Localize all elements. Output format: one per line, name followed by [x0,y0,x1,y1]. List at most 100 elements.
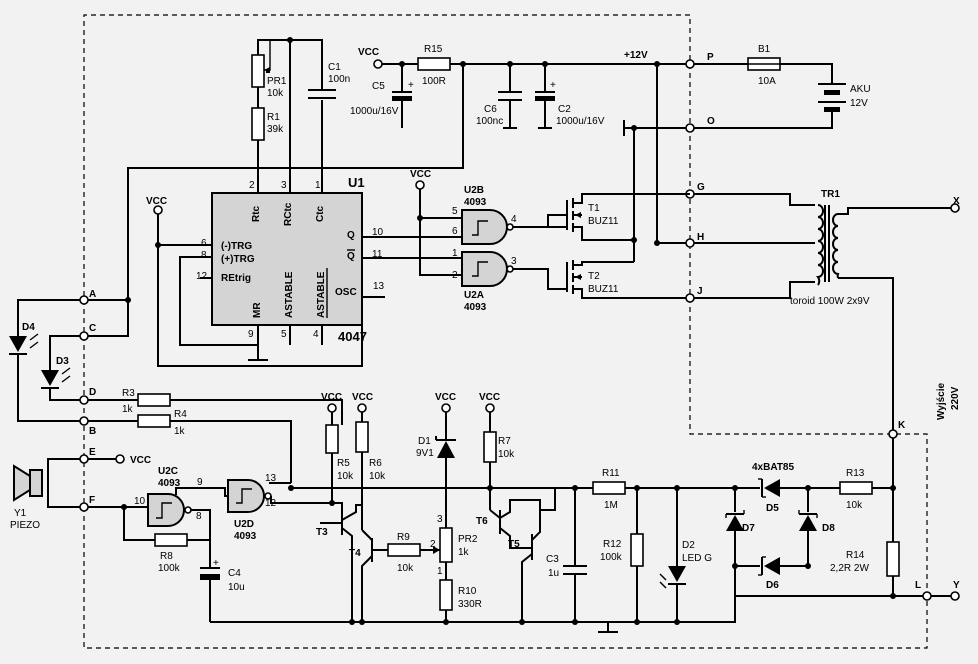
r14-value: 2,2R 2W [830,563,869,574]
pr1-resistor [251,54,265,88]
d5-ref: D5 [766,503,779,514]
u2c-pin8: 8 [196,511,202,522]
r15-ref: R15 [424,44,443,55]
pin-num-2: 2 [249,180,255,191]
r14-resistor [886,541,900,577]
indicator-section: C3 1u R11 1M R12 100k D2 LED G [546,468,735,622]
r8-ref: R8 [160,551,173,562]
t3-ref: T3 [316,527,328,538]
vcc-label-d1: VCC [435,392,456,403]
pin-name-rtc: Rtc [251,205,262,222]
r1-ref: R1 [267,112,280,123]
r3-resistor [137,393,171,407]
pin-num-8: 8 [201,250,207,261]
u2c-pin10: 10 [134,496,146,507]
c6-ref: C6 [484,104,497,115]
pin-num-11: 11 [372,249,383,260]
conn-g: G [697,182,705,193]
pin-num-3: 3 [281,180,287,191]
conn-o: O [707,116,715,127]
pr2-pin2: 2 [430,539,436,550]
pr2-pin1: 1 [437,566,443,577]
output-label-1: Wyjście [936,383,947,420]
t6-ref: T6 [476,516,488,527]
pin-num-12: 12 [196,271,208,282]
pin-num-10: 10 [372,227,384,238]
u1-part: 4047 [338,329,367,344]
r10-ref: R10 [458,586,477,597]
u2d-pin13: 13 [265,473,277,484]
c4-ref: C4 [228,568,241,579]
mosfet-stage: T1 BUZ11 T2 BUZ11 [566,193,690,299]
r1-value: 39k [267,124,284,135]
u2a-ref: U2A [464,290,484,301]
d4-ref: D4 [22,322,35,333]
left-connectors: A C D B E F D4 D3 R3 1k [9,289,343,531]
r9-value: 10k [397,563,414,574]
t2-value: BUZ11 [588,284,619,295]
u2a-pin1: 1 [452,248,458,259]
d3-ref: D3 [56,356,69,367]
pin-name-ctc: Ctc [315,205,326,222]
t5-t6-stage: VCC R7 10k T6 T5 [476,392,556,622]
u2b-pin6: 6 [452,226,458,237]
y1-ref: Y1 [14,508,27,519]
u2-driver-gates: VCC U2B 4093 U2A 4093 5 6 4 1 2 3 [362,169,567,313]
c5-value: 1000u/16V [350,106,399,117]
pin-num-13: 13 [373,281,385,292]
r8-resistor [154,533,188,547]
supply-rail: VCC R15 100R +12V + C5 1000u/16V C6 100n… [127,44,690,300]
c1-ref: C1 [328,62,341,73]
u2c-ref: U2C [158,466,178,477]
c2-value: 1000u/16V [556,116,605,127]
pin-name-q: Q [347,230,355,241]
r5-ref: R5 [337,458,350,469]
pr2-ref: PR2 [458,534,478,545]
r8-value: 100k [158,563,181,574]
pin-name-rctc: RCtc [283,202,294,226]
d8-ref: D8 [822,523,835,534]
r6-resistor [355,421,369,453]
pin-num-9: 9 [248,329,254,340]
r13-resistor [839,481,873,495]
b1-ref: B1 [758,44,771,55]
pr2-resistor [439,527,453,563]
d7-ref: D7 [742,523,755,534]
u2c-part: 4093 [158,478,181,489]
conn-e: E [89,447,96,458]
r4-resistor [137,414,171,428]
conn-b: B [89,426,96,437]
r13-value: 10k [846,500,863,511]
r9-ref: R9 [397,532,410,543]
d2-value: LED G [682,553,712,564]
r3-ref: R3 [122,388,135,399]
c2-ref: C2 [558,104,571,115]
r11-resistor [592,481,626,495]
battery-section: P B1 10A O AKU 12V [623,44,871,262]
t1-value: BUZ11 [588,216,619,227]
c4-value: 10u [228,582,245,593]
c1-value: 100n [328,74,350,85]
pr2-pin3: 3 [437,514,443,525]
bridge-label: 4xBAT85 [752,462,794,473]
r7-value: 10k [498,449,515,460]
pr1-value: 10k [267,88,284,99]
pin-num-5: 5 [281,329,287,340]
tr1-transformer: G H J TR1 toroid 100W 2x9V X [654,64,960,542]
t2-ref: T2 [588,271,600,282]
zener-divider: VCC D1 9V1 3 2 1 PR2 1k R10 330R [416,392,482,622]
u1-4047-chip: U1 4047 Rtc RCtc Ctc Q Q (-)TRG (+)TRG R… [196,175,385,344]
u2c-gate [147,493,185,527]
output-label-2: 220V [950,386,961,410]
pin-num-1: 1 [315,180,321,191]
conn-c: C [89,323,96,334]
d6-ref: D6 [766,580,779,591]
pin-name-osc: OSC [335,287,357,298]
u1-ref: U1 [348,175,365,190]
conn-x: X [953,196,960,207]
conn-a: A [89,289,96,300]
r15-resistor [417,57,451,71]
u2a-part: 4093 [464,302,487,313]
u2b-ref: U2B [464,185,484,196]
